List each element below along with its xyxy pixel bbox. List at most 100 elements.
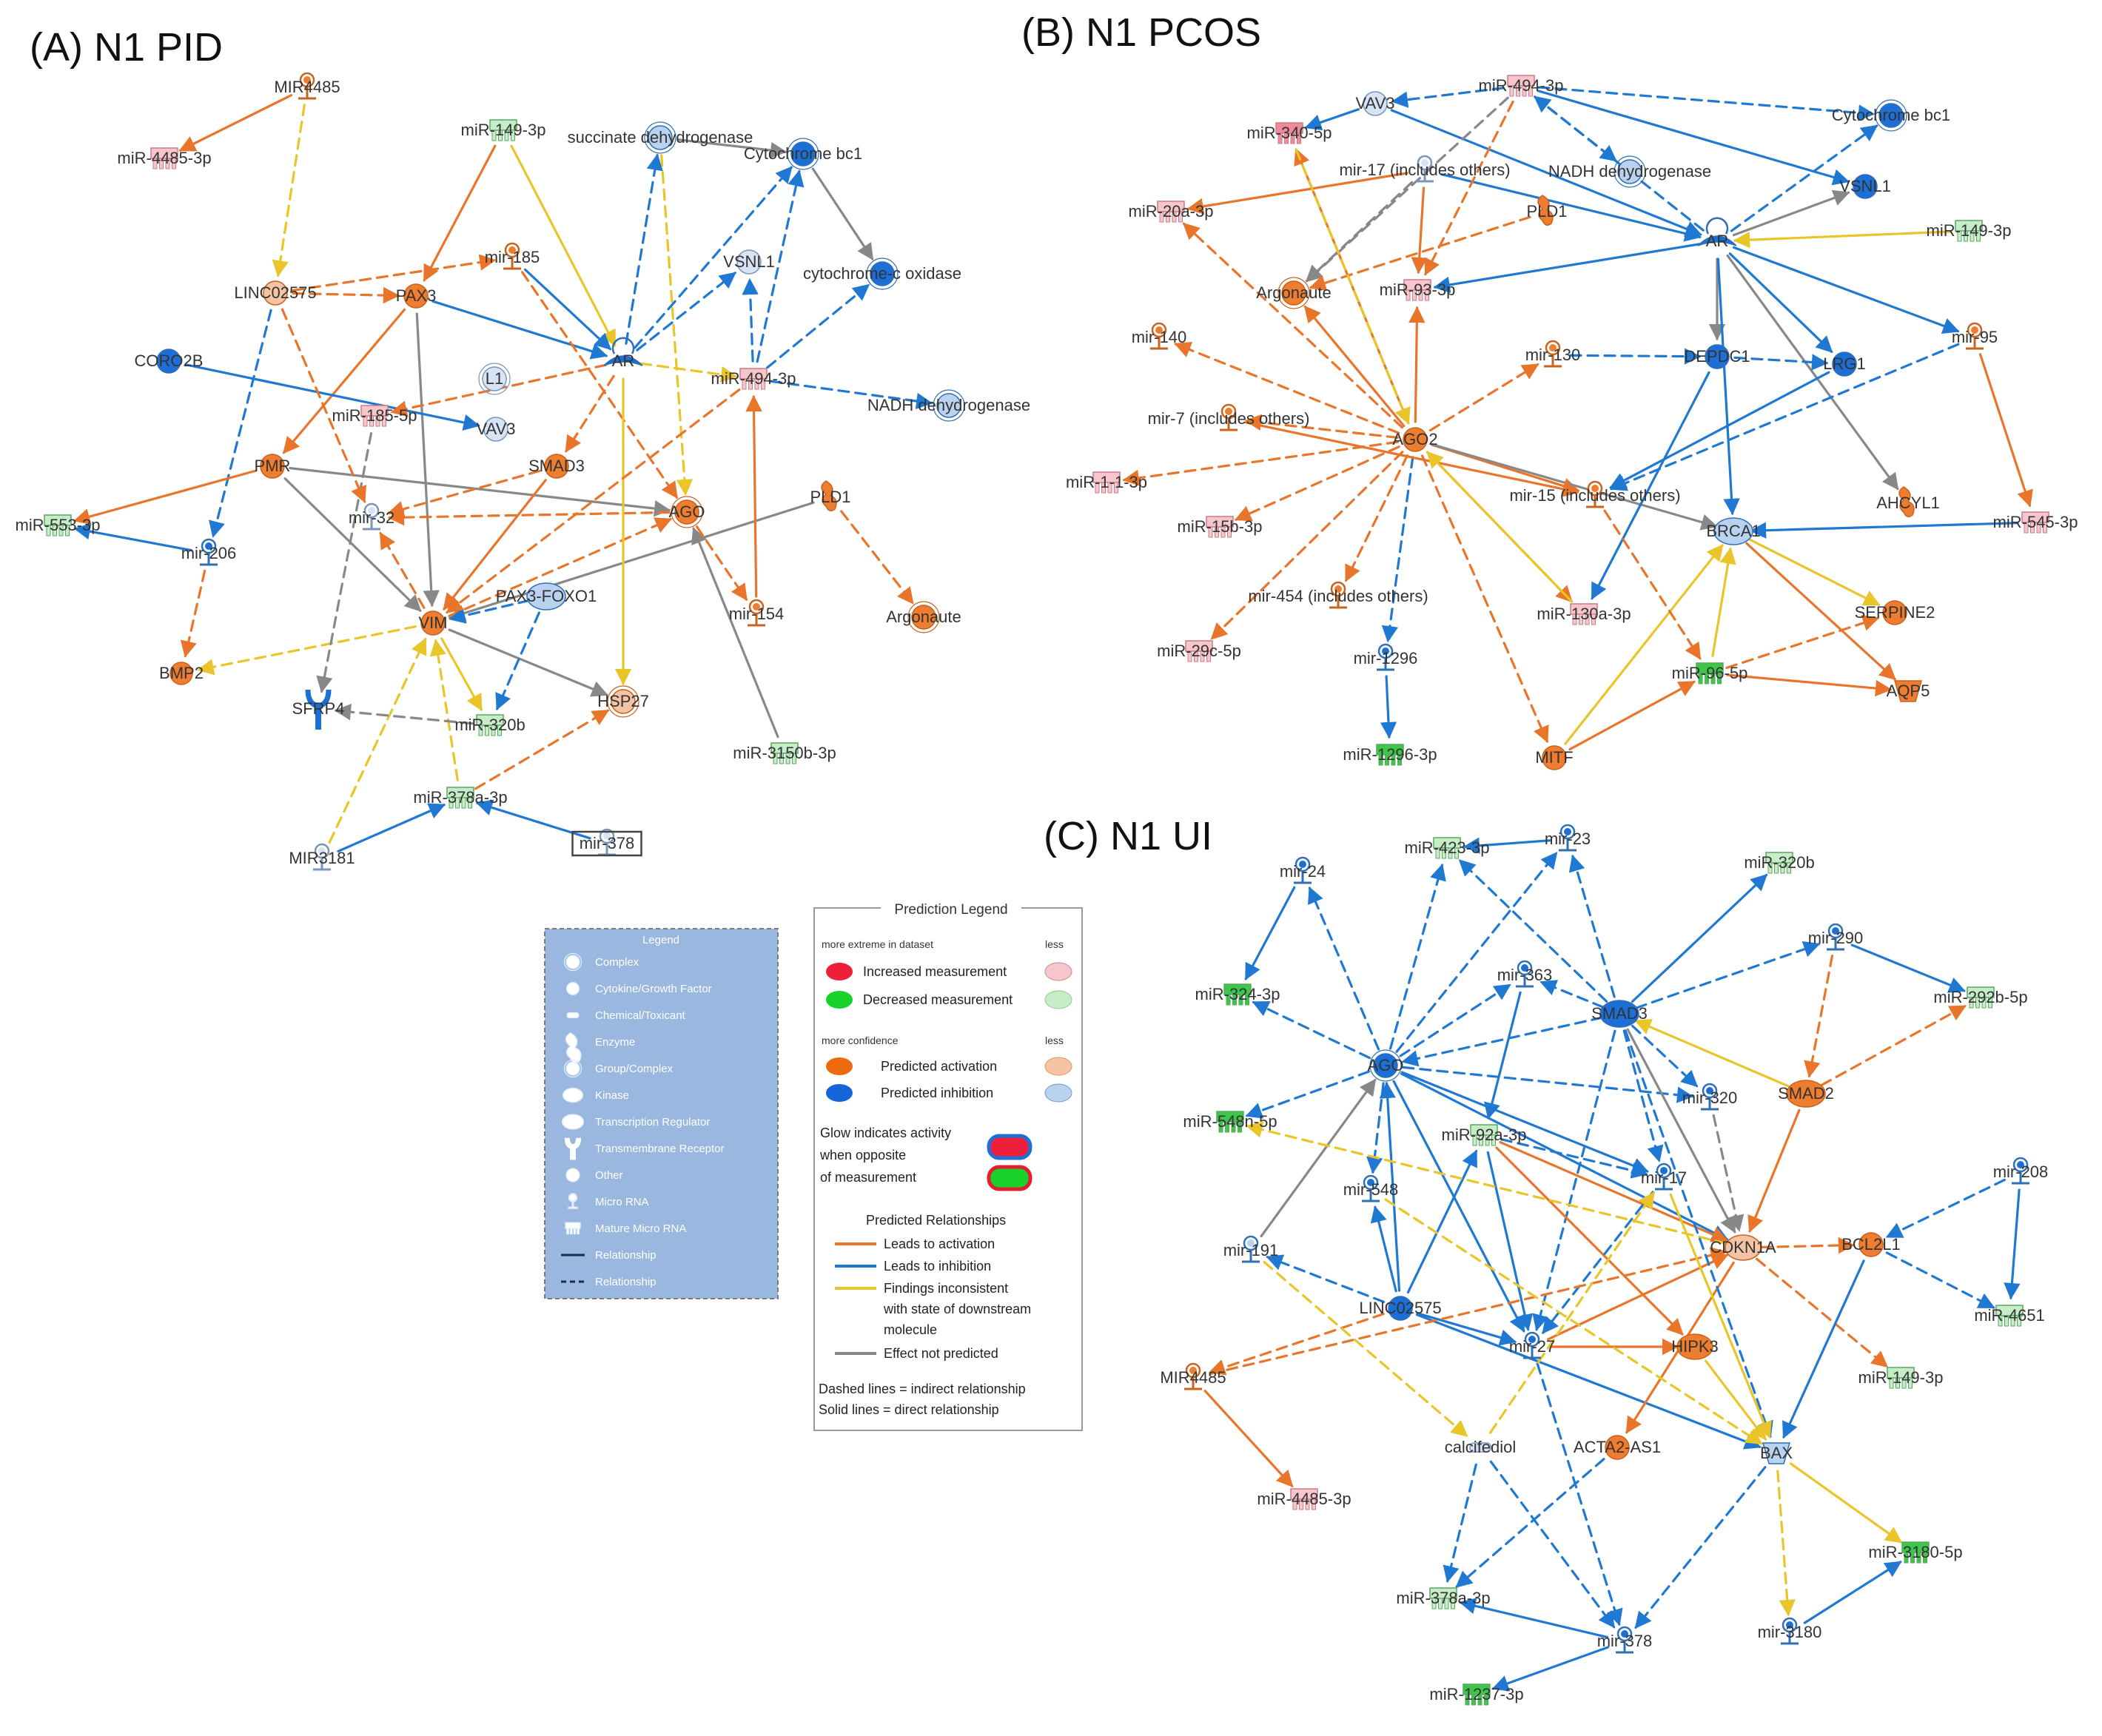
shape-legend-item: Relationship (561, 1249, 657, 1262)
transmembrane-receptor-icon (305, 689, 332, 730)
node-c-linc: LINC02575 (1359, 1296, 1442, 1321)
edge-not_predicted (1306, 96, 1509, 283)
edge-inconsistent (429, 639, 459, 781)
node-label: miR-553-3p (16, 516, 101, 534)
edge-activation (379, 531, 426, 609)
node-label: VSNL1 (1839, 177, 1891, 195)
node-a-mir378a: miR-378a-3p (413, 787, 508, 809)
edge-inhibition (1733, 354, 1829, 371)
mature-micro-rna-icon (1995, 1305, 2024, 1327)
edge-activation (1755, 1257, 1889, 1368)
edge-activation (1495, 1146, 1684, 1336)
edge-inconsistent (1634, 1019, 1791, 1089)
mature-micro-rna-icon (1765, 852, 1793, 874)
edge-inhibition (1542, 1191, 1654, 1334)
node-c-mir378: mir-378 (1597, 1626, 1652, 1654)
edge-inhibition (1568, 854, 1616, 998)
node-c-cdkn1a: CDKN1A (1710, 1234, 1776, 1261)
node-b-mir20a: miR-20a-3p (1129, 201, 1213, 223)
legend-decreased-label: Decreased measurement (863, 992, 1013, 1007)
edge-inhibition (1534, 95, 1705, 232)
node-label: BRCA1 (1706, 522, 1760, 540)
edge-not_predicted (415, 312, 440, 608)
legend-solid-note: Solid lines = direct relationship (819, 1402, 999, 1417)
edge-inhibition (1416, 1312, 1517, 1346)
group-icon (671, 496, 703, 528)
node-b-cytbc1: Cytochrome bc1 (1832, 99, 1950, 132)
edge-inhibition (1266, 1254, 1386, 1303)
node-label: mir-23 (1545, 830, 1591, 848)
mature-micro-rna-icon (1223, 983, 1252, 1006)
shape-legend-item: Mature Micro RNA (565, 1222, 686, 1235)
edge-activation (1182, 222, 1404, 429)
edge-activation (387, 508, 671, 526)
node-label: MIR3181 (289, 849, 355, 867)
micro-rna-icon (1616, 1626, 1633, 1654)
mature-micro-rna-icon (1967, 986, 1995, 1009)
node-b-mitf: MITF (1535, 745, 1574, 770)
node-a-mir185: mir-185 (485, 242, 540, 270)
complex-icon (787, 138, 819, 170)
shape-legend-label: Transcription Regulator (595, 1116, 710, 1128)
edge-inhibition (742, 277, 759, 363)
node-b-ago2: AGO2 (1392, 427, 1438, 452)
enzyme-icon (1898, 486, 1915, 517)
node-label: SMAD2 (1778, 1084, 1834, 1103)
enzyme-icon (1537, 195, 1554, 226)
transcription-regulator-icon (561, 1114, 585, 1130)
micro-rna-icon (1586, 480, 1604, 508)
node-label: mir-95 (1952, 328, 1998, 346)
edge-activation (1209, 1247, 1727, 1376)
node-label: PAX3-FOXO1 (496, 587, 597, 605)
mature-micro-rna-icon (565, 1222, 581, 1235)
legend-relationships-title: Predicted Relationships (866, 1213, 1006, 1228)
edge-inconsistent (1246, 1121, 1727, 1245)
node-b-nadh: NADH dehydrogenase (1548, 155, 1711, 188)
node-label: mir-17 (1641, 1168, 1687, 1187)
node-c-calcifediol: calcifediol (1445, 1438, 1517, 1456)
edge-inhibition (1537, 90, 1850, 186)
edge-inhibition (2004, 1188, 2021, 1300)
shape-legend-item: Relationship (561, 1276, 657, 1288)
node-b-vsnl1: VSNL1 (1839, 174, 1891, 199)
legend-rel-inconsistent-line-2: with state of downstream (883, 1302, 1031, 1316)
micro-rna-icon (568, 1193, 578, 1209)
node-label: miR-324-3p (1195, 985, 1280, 1003)
edge-inconsistent (197, 625, 417, 676)
node-b-mir454: mir-454 (includes others) (1248, 581, 1428, 609)
mature-micro-rna-icon (1696, 662, 1724, 684)
edge-inconsistent (440, 637, 483, 711)
node-b-mir340: miR-340-5p (1247, 122, 1332, 144)
legend-decreased-light-swatch (1044, 990, 1072, 1009)
node-label: mir-15 (includes others) (1509, 486, 1680, 505)
edge-activation (745, 394, 762, 598)
prediction-legend-title: Prediction Legend (894, 902, 1007, 918)
edge-inhibition (1401, 1016, 1604, 1067)
edge-activation (292, 286, 400, 304)
legend-conf-more: more confidence (822, 1034, 899, 1046)
edge-activation (1411, 186, 1428, 275)
node-a-mir185-5p: miR-185-5p (332, 405, 417, 427)
node-a-mir3181: MIR3181 (289, 843, 355, 871)
edge-inhibition (523, 268, 612, 351)
node-c-mir1237: miR-1237-3p (1429, 1683, 1524, 1706)
node-label: mir-320 (1682, 1089, 1738, 1107)
micro-rna-icon (748, 599, 765, 627)
node-label: PAX3 (396, 286, 437, 305)
mature-micro-rna-icon (1376, 744, 1404, 766)
node-a-mir320b: miR-320b (454, 714, 526, 736)
node-label: LINC02575 (1359, 1299, 1441, 1317)
micro-rna-icon (1966, 322, 1984, 350)
shape-legend-label: Relationship (595, 1276, 657, 1288)
node-label: L1 (486, 369, 503, 388)
legend-pred-act-label: Predicted activation (881, 1059, 997, 1074)
edge-activation (1244, 421, 1579, 497)
edge-activation (1244, 414, 1399, 439)
node-label: miR-494-3p (711, 369, 796, 388)
shape-legend-item: Chemical/Toxicant (566, 1009, 686, 1022)
edge-inhibition (1244, 886, 1296, 980)
edge-not_predicted (1726, 254, 1899, 491)
